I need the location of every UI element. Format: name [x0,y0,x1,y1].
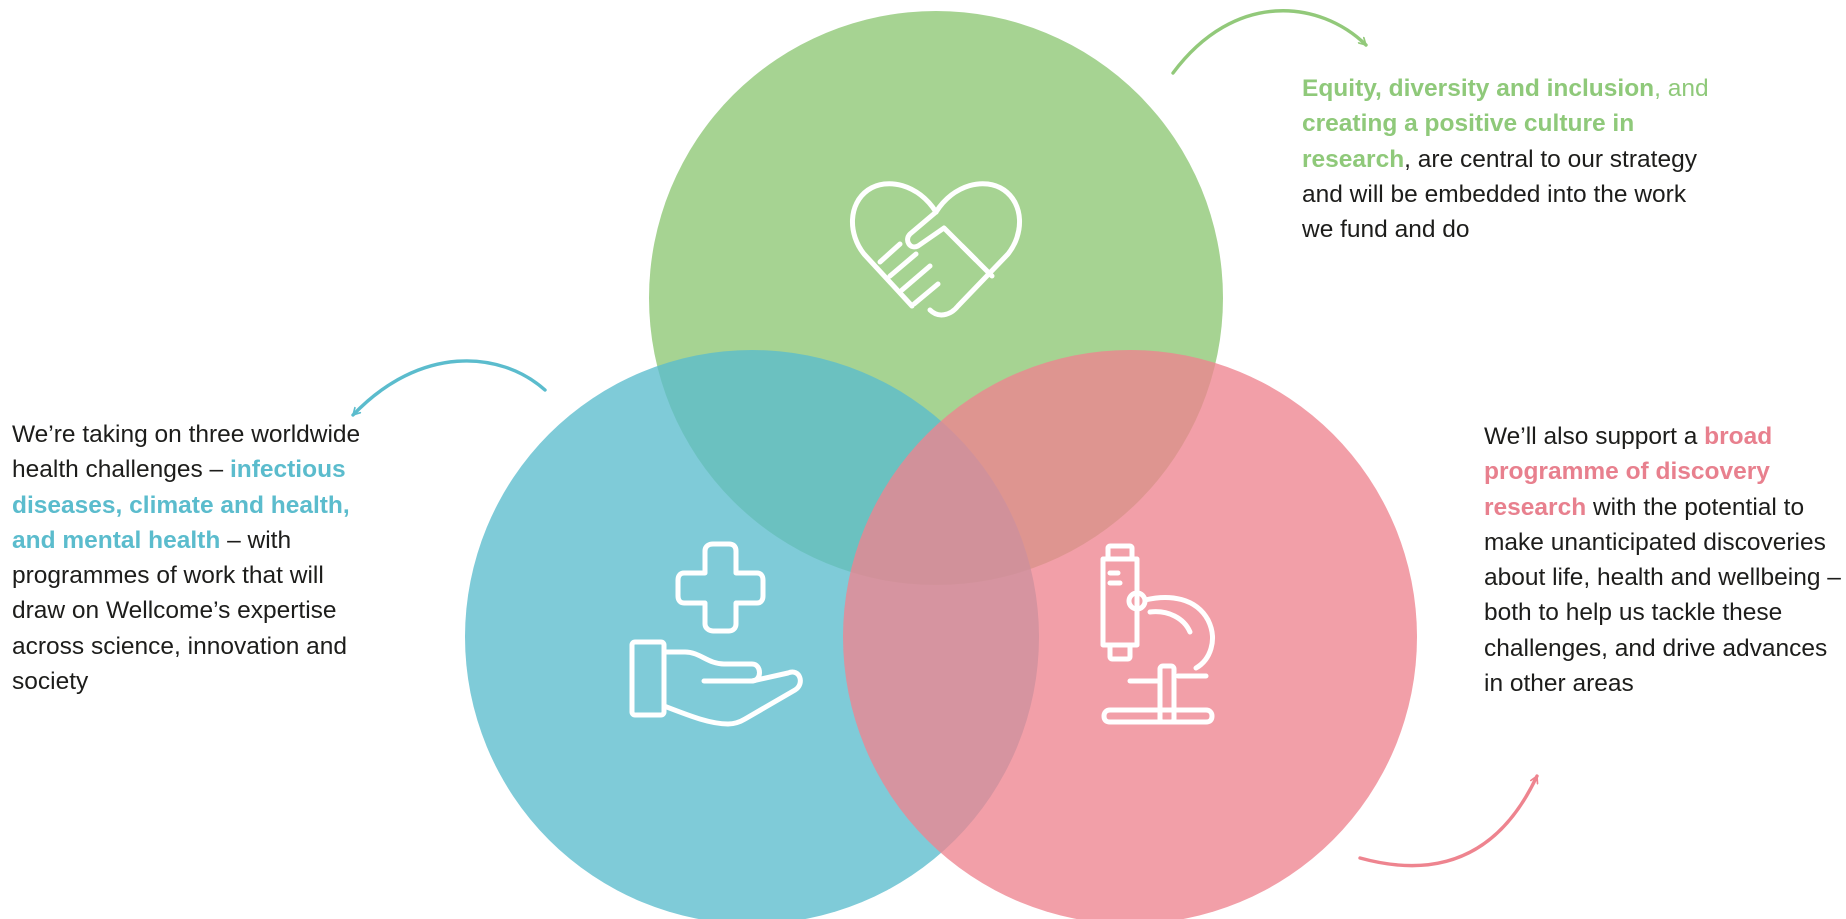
caption-right-intro: We’ll also support a [1484,423,1705,450]
caption-left-body: – with programmes of work that will draw… [12,526,348,696]
caption-left-highlight: infectious diseases, climate and health,… [12,456,350,554]
caption-right-body: with the potential to make unanticipated… [1484,493,1841,698]
caption-top-body: , are central to our strategy and will b… [1302,145,1697,244]
caption-edi-culture: Equity, diversity and inclusion, and cre… [1302,71,1722,247]
caption-left-intro: We’re taking on three worldwide health c… [12,421,361,484]
green-arrow [1171,9,1368,75]
pink-arrow [1358,774,1539,868]
microscope-icon [1100,543,1215,725]
caption-right-highlight: broad programme of discovery research [1484,423,1773,521]
hand-medical-cross-icon [629,541,803,727]
caption-top-connector: , and [1654,75,1709,102]
caption-discovery-research: We’ll also support a broad programme of … [1484,419,1846,701]
caption-top-highlight-2: creating a positive culture in research [1302,110,1635,173]
heart-handshake-icon [850,181,1022,318]
blue-arrow [351,359,547,417]
pink-circle [843,350,1417,919]
caption-top-highlight-1: Equity, diversity and inclusion [1302,75,1655,102]
caption-health-challenges: We’re taking on three worldwide health c… [12,417,382,699]
